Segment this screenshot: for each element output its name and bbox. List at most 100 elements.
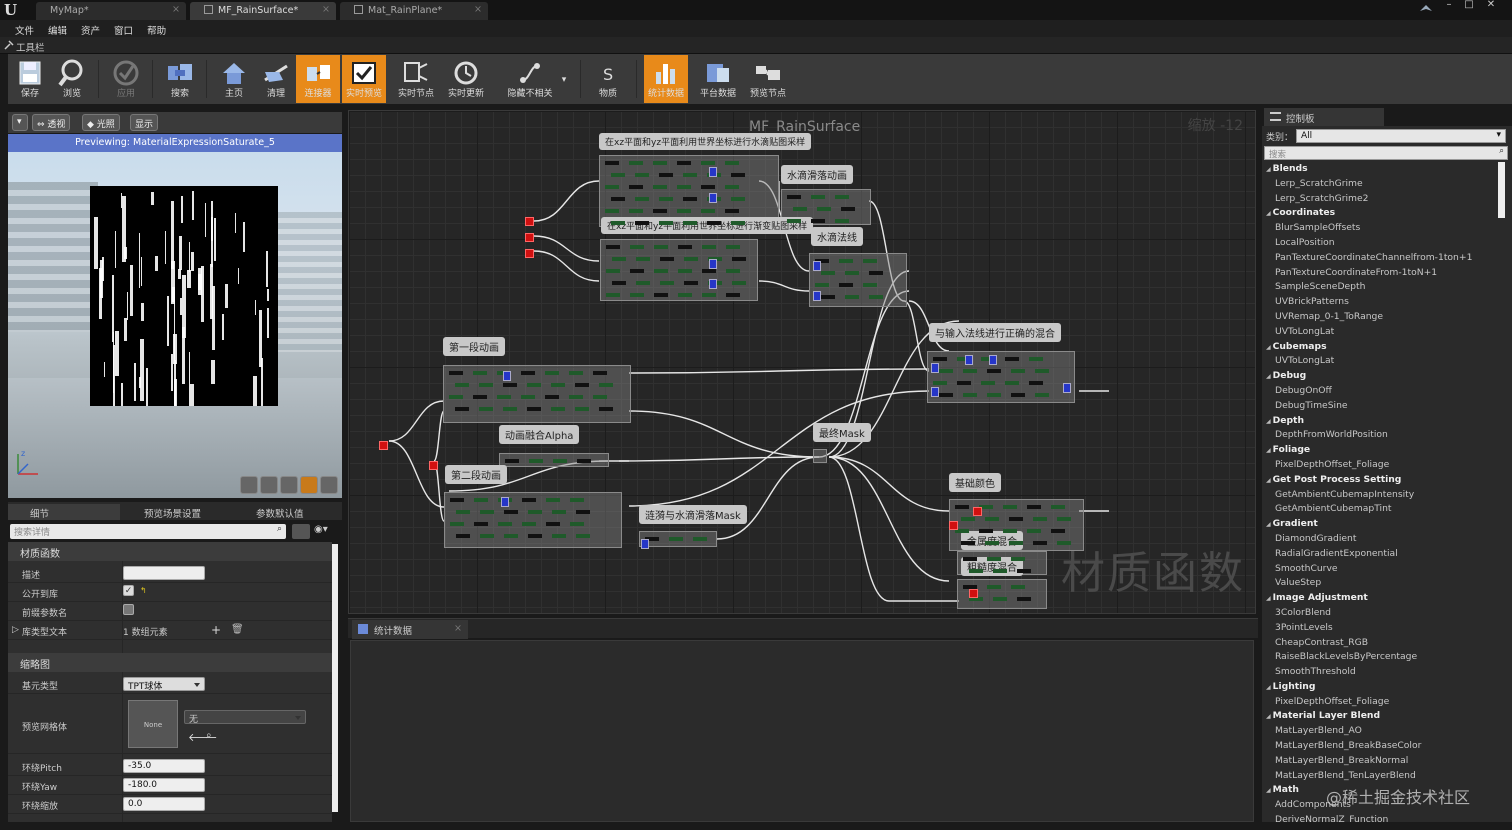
palette-item[interactable]: UVBrickPatterns bbox=[1275, 296, 1349, 308]
graph-node[interactable] bbox=[987, 393, 1001, 397]
graph-node[interactable] bbox=[1003, 505, 1017, 509]
palette-item[interactable]: LocalPosition bbox=[1275, 236, 1335, 248]
node-pin[interactable] bbox=[379, 441, 388, 450]
prefix-param-names-checkbox[interactable] bbox=[123, 604, 134, 615]
description-field[interactable] bbox=[123, 566, 205, 580]
graph-node[interactable] bbox=[1003, 529, 1017, 533]
tab-preview-scene-settings[interactable]: 预览场景设置 bbox=[122, 504, 232, 520]
home-button[interactable]: 主页 bbox=[212, 55, 256, 103]
search-button[interactable]: 搜索 bbox=[158, 55, 202, 103]
graph-node[interactable] bbox=[521, 395, 535, 399]
node-pin[interactable] bbox=[931, 387, 939, 397]
graph-node[interactable] bbox=[939, 393, 953, 397]
user-icon[interactable] bbox=[1418, 2, 1434, 16]
graph-node[interactable] bbox=[961, 541, 975, 545]
menu-asset[interactable]: 资产 bbox=[81, 26, 101, 37]
graph-node[interactable] bbox=[731, 221, 745, 225]
graph-node[interactable] bbox=[1035, 369, 1049, 373]
palette-item[interactable]: BlurSampleOffsets bbox=[1275, 222, 1361, 234]
graph-node[interactable] bbox=[636, 281, 650, 285]
palette-category[interactable]: Depth bbox=[1264, 414, 1500, 429]
palette-category[interactable]: Math bbox=[1264, 783, 1500, 798]
graph-node[interactable] bbox=[981, 381, 995, 385]
hide-unrelated-button[interactable]: 隐藏不相关 bbox=[500, 55, 560, 103]
graph-node[interactable] bbox=[869, 295, 883, 299]
graph-node[interactable] bbox=[981, 357, 995, 361]
graph-node[interactable] bbox=[732, 257, 746, 261]
palette-scrollbar[interactable] bbox=[1498, 162, 1505, 218]
graph-node[interactable] bbox=[1033, 541, 1047, 545]
graph-node[interactable] bbox=[605, 161, 619, 165]
cube-mesh-icon[interactable] bbox=[300, 476, 318, 494]
palette-item[interactable]: 3ColorBlend bbox=[1275, 606, 1331, 618]
graph-node[interactable] bbox=[527, 407, 541, 411]
node-pin[interactable] bbox=[429, 461, 438, 470]
graph-node[interactable] bbox=[1005, 357, 1019, 361]
graph-node[interactable] bbox=[612, 257, 626, 261]
orbit-pitch-field[interactable]: -35.0 bbox=[123, 759, 205, 773]
apply-button[interactable]: 应用 bbox=[104, 55, 148, 103]
node-pin[interactable] bbox=[813, 261, 821, 271]
graph-node[interactable] bbox=[969, 569, 983, 573]
graph-node[interactable] bbox=[957, 357, 971, 361]
graph-node[interactable] bbox=[933, 381, 947, 385]
graph-node[interactable] bbox=[480, 510, 494, 514]
maximize-icon[interactable]: □ bbox=[1464, 0, 1474, 10]
graph-node[interactable] bbox=[701, 161, 715, 165]
graph-node[interactable] bbox=[450, 498, 464, 502]
orbit-zoom-field[interactable]: 0.0 bbox=[123, 797, 205, 811]
browse-button[interactable]: 浏览 bbox=[50, 55, 94, 103]
palette-item[interactable]: MatLayerBlend_BreakNormal bbox=[1275, 754, 1409, 766]
graph-node[interactable] bbox=[955, 529, 969, 533]
graph-node[interactable] bbox=[835, 195, 849, 199]
graph-node[interactable] bbox=[576, 534, 590, 538]
palette-search-input[interactable]: 搜索⌕ bbox=[1264, 146, 1508, 160]
substance-button[interactable]: S 物质 bbox=[586, 55, 630, 103]
graph-node[interactable] bbox=[1011, 585, 1025, 589]
palette-category[interactable]: Gradient bbox=[1264, 517, 1500, 532]
platform-stats-button[interactable]: 平台数据 bbox=[696, 55, 740, 103]
graph-node[interactable] bbox=[678, 245, 692, 249]
palette-item[interactable]: RaiseBlackLevelsByPercentage bbox=[1275, 651, 1418, 663]
graph-node[interactable] bbox=[653, 209, 667, 213]
graph-node[interactable] bbox=[993, 597, 1007, 601]
material-preview-viewport[interactable]: z bbox=[8, 152, 342, 498]
graph-node[interactable] bbox=[606, 245, 620, 249]
graph-node[interactable] bbox=[551, 383, 565, 387]
graph-node[interactable] bbox=[522, 498, 536, 502]
cylinder-mesh-icon[interactable] bbox=[240, 476, 258, 494]
palette-item[interactable]: MatLayerBlend_AO bbox=[1275, 725, 1362, 737]
material-graph-canvas[interactable]: MF_RainSurface 缩放 -12 材质函数 在xz平面和yz平面利用世… bbox=[348, 110, 1256, 614]
graph-node[interactable] bbox=[815, 259, 829, 263]
graph-node[interactable] bbox=[963, 585, 977, 589]
menu-help[interactable]: 帮助 bbox=[147, 26, 167, 37]
graph-node[interactable] bbox=[504, 534, 518, 538]
palette-category[interactable]: Material Layer Blend bbox=[1264, 709, 1500, 724]
node-pin[interactable] bbox=[641, 539, 649, 549]
graph-node[interactable] bbox=[503, 407, 517, 411]
graph-node[interactable] bbox=[969, 597, 983, 601]
graph-node[interactable] bbox=[629, 209, 643, 213]
graph-node[interactable] bbox=[669, 537, 683, 541]
graph-node[interactable] bbox=[659, 173, 673, 177]
palette-item[interactable]: Lerp_ScratchGrime bbox=[1275, 177, 1363, 189]
stats-button[interactable]: 统计数据 bbox=[644, 55, 688, 103]
live-preview-button[interactable]: 实时预览 bbox=[342, 55, 386, 103]
graph-node[interactable] bbox=[701, 185, 715, 189]
graph-node[interactable] bbox=[522, 522, 536, 526]
graph-node[interactable] bbox=[979, 505, 993, 509]
graph-node[interactable] bbox=[933, 357, 947, 361]
add-element-icon[interactable]: + bbox=[211, 623, 222, 637]
graph-node[interactable] bbox=[456, 534, 470, 538]
graph-node[interactable] bbox=[732, 281, 746, 285]
comment-label[interactable]: 涟漪与水滴滑落Mask bbox=[639, 505, 747, 524]
section-material-function[interactable]: 材质函数 bbox=[8, 542, 332, 561]
graph-node[interactable] bbox=[629, 185, 643, 189]
orbit-yaw-field[interactable]: -180.0 bbox=[123, 778, 205, 792]
graph-node[interactable] bbox=[629, 161, 643, 165]
live-update-button[interactable]: 实时更新 bbox=[444, 55, 488, 103]
graph-node[interactable] bbox=[546, 498, 560, 502]
graph-node[interactable] bbox=[1029, 381, 1043, 385]
node-pin[interactable] bbox=[973, 507, 982, 516]
graph-node[interactable] bbox=[693, 537, 707, 541]
